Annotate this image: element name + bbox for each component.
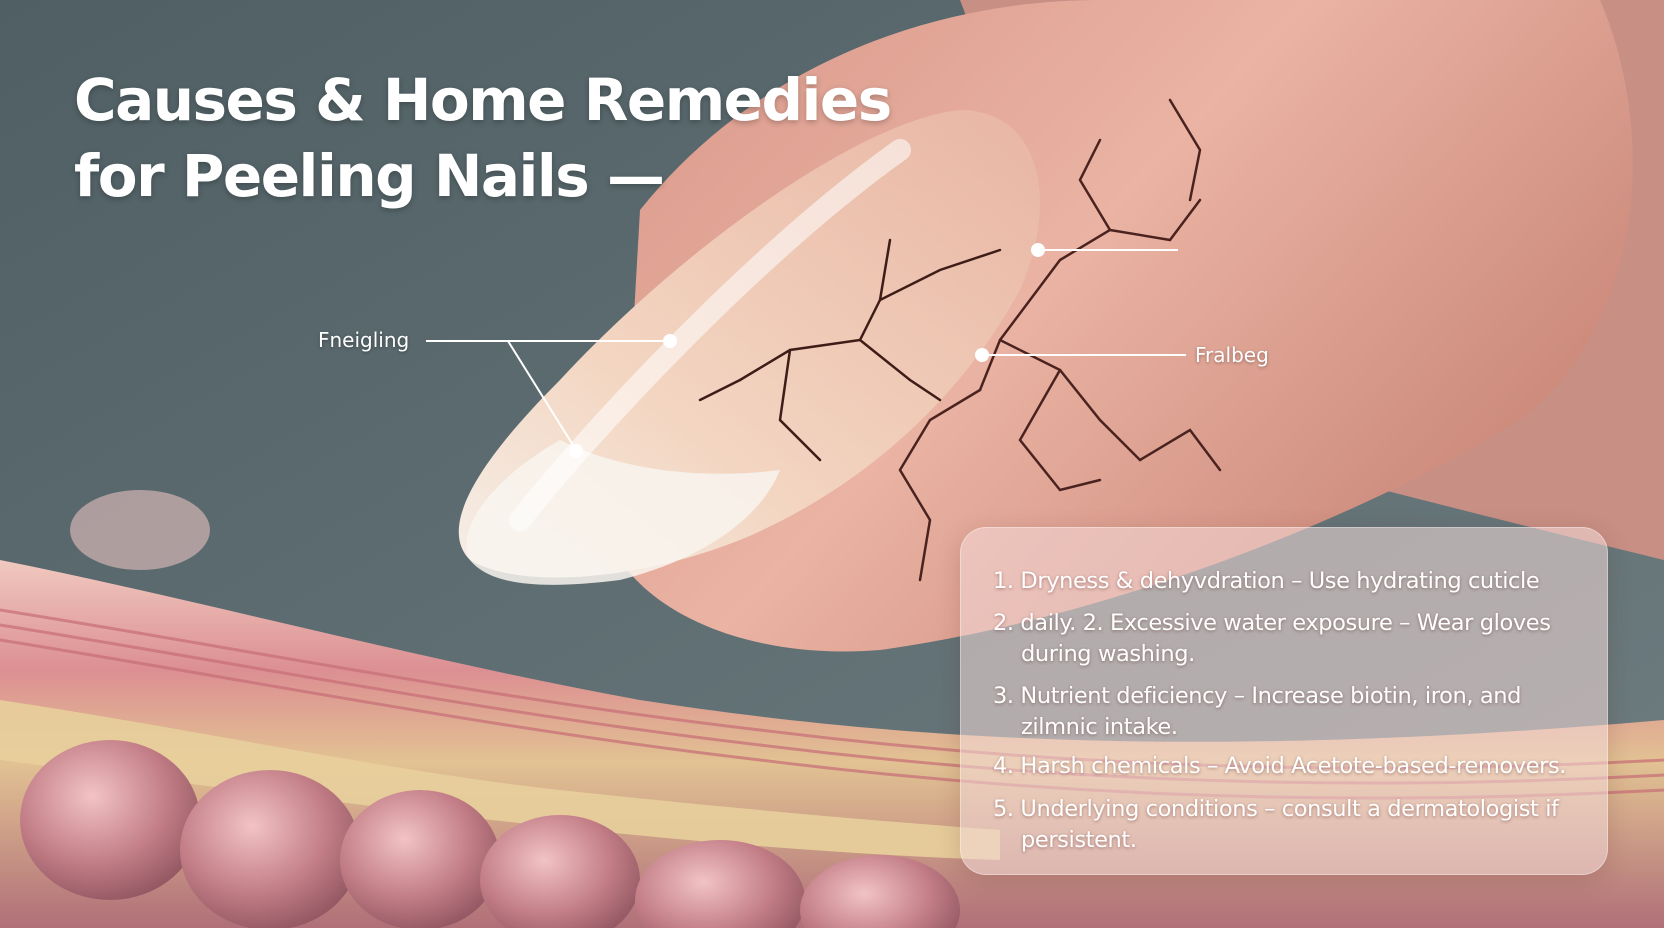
callout-dot xyxy=(663,334,677,348)
tissue-globules xyxy=(20,490,960,928)
callout-dot xyxy=(1031,243,1045,257)
page-title: Causes & Home Remedies for Peeling Nails… xyxy=(74,62,892,214)
remedy-item-2: 2. daily. 2. Excessive water exposure – … xyxy=(993,610,1551,667)
callout-dot xyxy=(569,444,583,458)
remedy-item-3: 3. Nutrient deficiency – Increase biotin… xyxy=(993,683,1521,740)
callout-lines xyxy=(426,249,1186,451)
title-line-2: for Peeling Nails — xyxy=(74,142,665,210)
remedy-item-1: 1. Dryness & dehyvdration – Use hydratin… xyxy=(993,568,1540,594)
remedy-item-4: 4. Harsh chemicals – Avoid Acetote-based… xyxy=(993,753,1567,779)
callout-label-right: Fralbeg xyxy=(1195,343,1269,367)
title-line-1: Causes & Home Remedies xyxy=(74,66,892,134)
remedies-panel: 1. Dryness & dehyvdration – Use hydratin… xyxy=(960,527,1608,875)
callout-dot xyxy=(975,348,989,362)
remedy-item-5: 5. Underlying conditions – consult a der… xyxy=(993,796,1559,853)
callout-label-left: Fneigling xyxy=(318,328,410,352)
nail-cracks xyxy=(698,238,1002,462)
